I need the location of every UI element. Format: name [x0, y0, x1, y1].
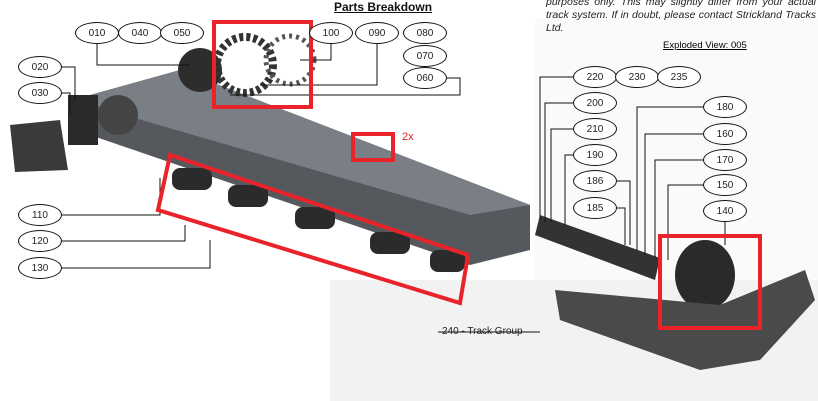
recoil-spring: [535, 215, 660, 280]
callout-235: 235: [657, 66, 701, 88]
callout-020: 020: [18, 56, 62, 78]
callout-200: 200: [573, 92, 617, 114]
callout-100: 100: [309, 22, 353, 44]
callout-180: 180: [703, 96, 747, 118]
exploded-view-label: Exploded View: 005: [663, 40, 747, 51]
bottom-rollers: [172, 168, 465, 272]
callout-150: 150: [703, 174, 747, 196]
callout-090: 090: [355, 22, 399, 44]
callout-170: 170: [703, 149, 747, 171]
sprocket-guard: [10, 120, 68, 172]
callout-230: 230: [615, 66, 659, 88]
callout-140: 140: [703, 200, 747, 222]
callout-050: 050: [160, 22, 204, 44]
callout-040: 040: [118, 22, 162, 44]
callout-185: 185: [573, 197, 617, 219]
callout-186: 186: [573, 170, 617, 192]
callout-080: 080: [403, 22, 447, 44]
quantity-note: 2x: [402, 131, 414, 143]
callout-120: 120: [18, 230, 62, 252]
callout-010: 010: [75, 22, 119, 44]
callout-190: 190: [573, 144, 617, 166]
drive-motor: [68, 95, 98, 145]
sprocket: [213, 33, 277, 97]
idler: [675, 240, 735, 310]
callout-160: 160: [703, 123, 747, 145]
track-group-label: 240 - Track Group: [442, 326, 523, 337]
callout-070: 070: [403, 45, 447, 67]
callout-030: 030: [18, 82, 62, 104]
callout-220: 220: [573, 66, 617, 88]
callout-060: 060: [403, 67, 447, 89]
callout-210: 210: [573, 118, 617, 140]
callout-130: 130: [18, 257, 62, 279]
disclaimer-note: purposes only. This may slightly differ …: [546, 0, 816, 34]
callout-110: 110: [18, 204, 62, 226]
motor-hub: [98, 95, 138, 135]
page-title: Parts Breakdown: [334, 0, 433, 14]
track-chain: [555, 270, 815, 370]
highlight-boxes: [155, 20, 762, 330]
